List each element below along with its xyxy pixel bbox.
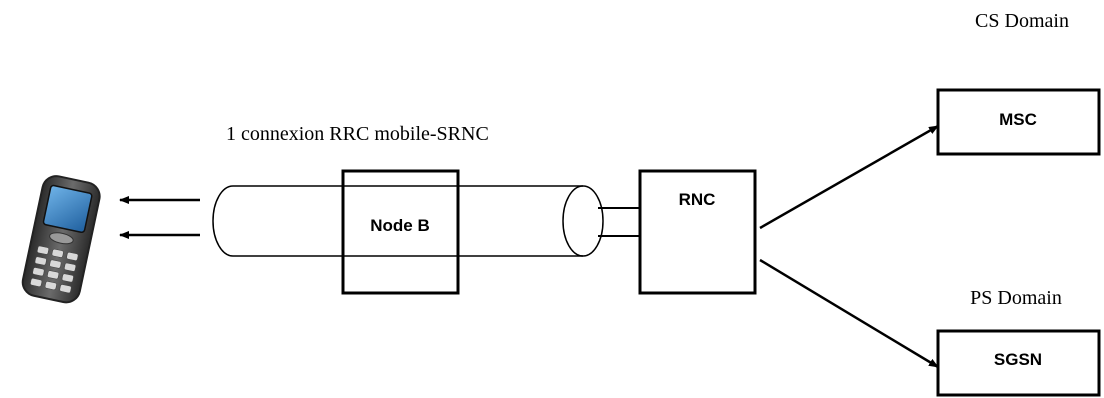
ps-domain-label: PS Domain [970,287,1062,309]
rrc-connection-label: 1 connexion RRC mobile-SRNC [226,123,489,145]
node-b-box [341,169,460,295]
rrc-connection-tube [212,185,604,257]
mobile-phone-icon [21,175,101,304]
msc-box [936,88,1101,156]
rnc-box [638,169,757,295]
cs-domain-label: CS Domain [975,10,1069,32]
rnc-label: RNC [679,190,716,209]
rnc-to-msc-arrow [759,124,939,230]
msc-label: MSC [999,110,1037,129]
rnc-to-sgsn-arrow [759,258,939,369]
sgsn-box [936,329,1101,397]
node-b-label: Node B [370,216,430,235]
sgsn-label: SGSN [994,350,1042,369]
